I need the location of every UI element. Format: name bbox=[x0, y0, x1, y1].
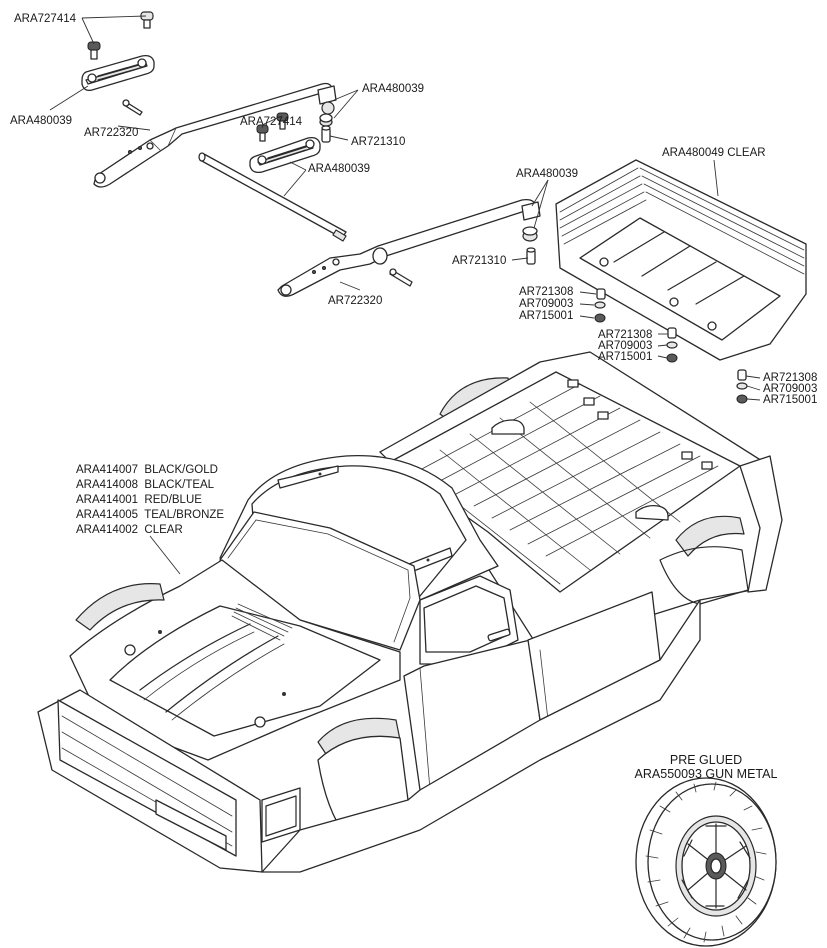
slotted-mount-left bbox=[81, 54, 155, 92]
hardware-stack-2 bbox=[666, 327, 678, 363]
label-wheel-title: PRE GLUED bbox=[670, 753, 742, 767]
label-hw1-screw: AR721308 bbox=[519, 286, 573, 298]
label-pin-lower-left: AR722320 bbox=[328, 295, 382, 307]
wheel-gun-metal bbox=[635, 777, 777, 947]
pin-lower-left bbox=[389, 268, 413, 287]
truck-body-shell bbox=[37, 351, 783, 873]
label-screw-top-left: ARA727414 bbox=[14, 13, 77, 25]
pin-left bbox=[122, 99, 143, 116]
label-bushing-right: ARA480039 bbox=[362, 83, 424, 95]
label-wing: ARA480049 CLEAR bbox=[662, 147, 766, 159]
pin-center bbox=[321, 125, 331, 143]
label-wheel-part: ARA550093 GUN METAL bbox=[635, 767, 778, 781]
label-hw2-washer: AR709003 bbox=[598, 340, 652, 352]
label-hw1-washer: AR709003 bbox=[519, 298, 573, 310]
label-body-option-5: ARA414002 CLEAR bbox=[76, 524, 183, 536]
label-pin-center: AR721310 bbox=[351, 136, 405, 148]
label-hw3-washer: AR709003 bbox=[763, 383, 817, 395]
bushing-right bbox=[319, 113, 333, 127]
hardware-stack-1 bbox=[594, 288, 606, 323]
hardware-stack-3 bbox=[736, 369, 748, 404]
screw-center-a bbox=[256, 124, 269, 142]
screw-top-left-b bbox=[87, 41, 101, 60]
wing-stay-upper bbox=[93, 82, 337, 188]
label-pin-lower: AR721310 bbox=[452, 255, 506, 267]
screw-top-left-a bbox=[140, 11, 154, 29]
label-screw-center: ARA727414 bbox=[240, 116, 303, 128]
label-body-option-3: ARA414001 RED/BLUE bbox=[76, 494, 202, 506]
wing-stay-lower bbox=[277, 198, 541, 297]
label-body-option-2: ARA414008 BLACK/TEAL bbox=[76, 479, 215, 491]
label-pin-left: AR722320 bbox=[84, 127, 138, 139]
slotted-mount-center bbox=[249, 136, 321, 174]
screw-center-b bbox=[276, 112, 289, 130]
label-body-option-1: ARA414007 BLACK/GOLD bbox=[76, 464, 218, 476]
label-mount-left: ARA480039 bbox=[10, 115, 72, 127]
wing-rod-center bbox=[198, 152, 347, 242]
label-hw3-nut: AR715001 bbox=[763, 394, 817, 406]
label-post-right: ARA480039 bbox=[516, 168, 578, 180]
leader-lines bbox=[49, 15, 761, 575]
label-hw3-screw: AR721308 bbox=[763, 372, 817, 384]
label-body-option-4: ARA414005 TEAL/BRONZE bbox=[76, 509, 224, 521]
label-rod-center: ARA480039 bbox=[308, 163, 370, 175]
label-hw2-nut: AR715001 bbox=[598, 351, 652, 363]
pin-lower bbox=[526, 247, 536, 265]
label-hw2-screw: AR721308 bbox=[598, 329, 652, 341]
part-labels: ARA727414 ARA480039 AR722320 ARA727414 A… bbox=[10, 13, 817, 781]
rear-wing bbox=[555, 159, 807, 361]
label-hw1-nut: AR715001 bbox=[519, 310, 573, 322]
wing-mount-assembly bbox=[81, 11, 541, 297]
